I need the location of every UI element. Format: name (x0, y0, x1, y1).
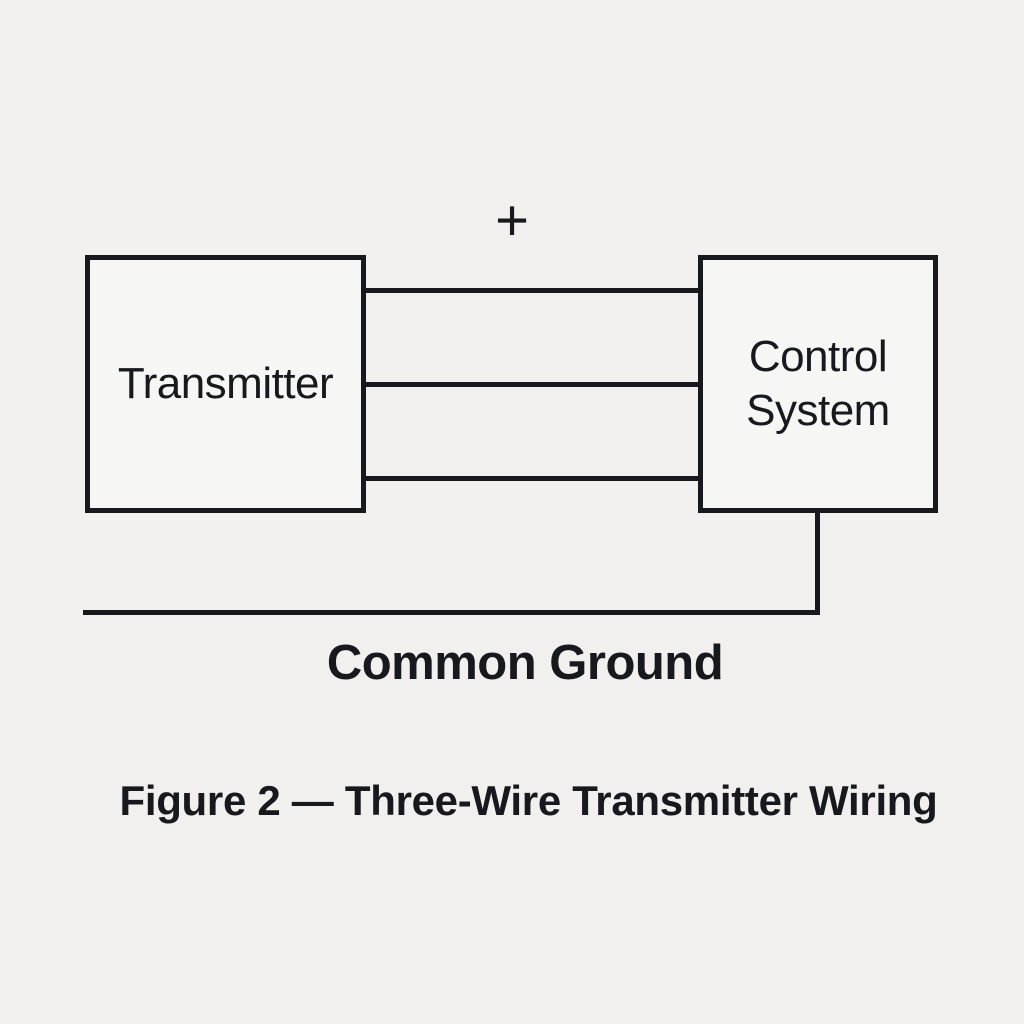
ground-wire-vertical (815, 511, 820, 615)
common-ground-label: Common Ground (326, 636, 724, 690)
ground-wire-horizontal (83, 610, 820, 615)
wire-signal (366, 382, 698, 387)
control-system-label: Control System (746, 330, 890, 438)
wire-positive (366, 288, 698, 293)
transmitter-label: Transmitter (117, 359, 334, 408)
plus-polarity-label: + (495, 188, 529, 253)
figure-caption: Figure 2 — Three-Wire Transmitter Wiring (119, 777, 938, 824)
control-system-label-line2: System (746, 386, 890, 435)
control-system-label-line1: Control (748, 332, 888, 381)
wire-return (366, 476, 698, 481)
control-system-box: Control System (698, 255, 938, 513)
transmitter-box: Transmitter (85, 255, 366, 513)
